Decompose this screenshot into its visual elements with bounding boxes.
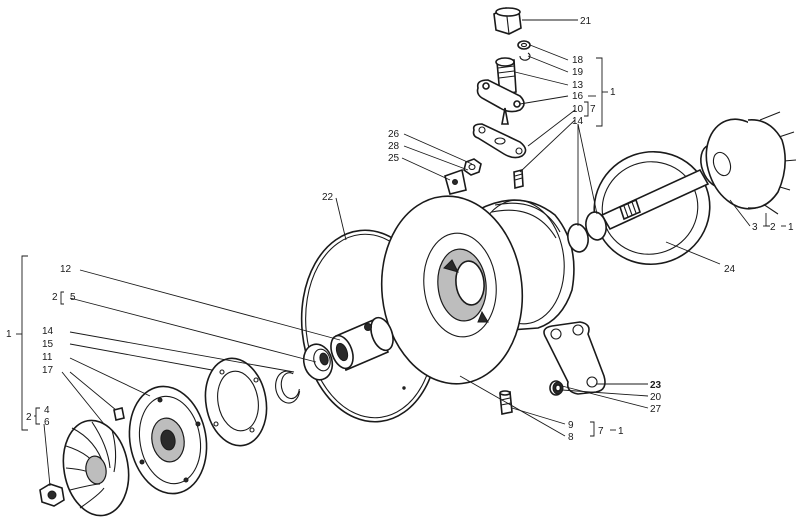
label-20: 20: [650, 392, 662, 403]
label-1-lower: 1: [618, 426, 624, 437]
back-plate-11: [128, 385, 208, 495]
callout-labels: 21 18 19 13 16 10 7 14 1 26 28 25 22 3 2…: [6, 16, 794, 443]
label-16: 16: [572, 91, 584, 102]
lock-plate-25: [444, 168, 467, 195]
group-brackets: [16, 95, 786, 431]
screw-17: [113, 407, 125, 421]
label-1-upper: 1: [610, 87, 616, 98]
nut-27: [552, 381, 564, 395]
label-6: 6: [44, 417, 50, 428]
label-15: 15: [42, 339, 54, 350]
label-24: 24: [724, 264, 736, 275]
label-13: 13: [572, 80, 584, 91]
seal-plate-15: [204, 357, 268, 447]
plug-9: [499, 390, 513, 415]
label-28: 28: [388, 141, 400, 152]
label-3: 3: [752, 222, 758, 233]
union-fitting-13: [476, 57, 525, 125]
thrust-collar-5: [302, 343, 334, 381]
bracket-23: [543, 321, 606, 395]
label-23: 23: [650, 380, 662, 391]
label-25: 25: [388, 153, 400, 164]
label-14-left: 14: [42, 326, 54, 337]
label-5: 5: [70, 292, 76, 303]
sleeve-12: [330, 316, 394, 372]
label-10: 10: [572, 104, 584, 115]
label-11: 11: [42, 352, 53, 363]
washer-18: [517, 40, 531, 50]
label-7-upper: 7: [590, 104, 596, 115]
label-7-lower: 7: [598, 426, 604, 437]
label-12: 12: [60, 264, 72, 275]
label-17: 17: [42, 365, 54, 376]
label-18: 18: [572, 55, 584, 66]
label-26: 26: [388, 129, 400, 140]
label-1-left: 1: [6, 329, 12, 340]
nut-26: [463, 158, 482, 176]
label-8: 8: [568, 432, 574, 443]
cap-nut-21: [493, 7, 522, 35]
label-2-low: 2: [26, 412, 32, 423]
nut-6: [39, 483, 65, 507]
label-14-upper: 14: [572, 116, 584, 127]
label-19: 19: [572, 67, 584, 78]
dot: [402, 386, 406, 390]
stud-bolt: [513, 168, 524, 190]
label-1-right: 1: [788, 222, 794, 233]
lock-ring-19: [519, 52, 531, 61]
compressor-wheel-4: [62, 419, 130, 517]
label-9: 9: [568, 420, 574, 431]
bearing-housing: [380, 195, 575, 385]
gasket-14-upper: [472, 123, 527, 159]
turbine-shaft-wheel-3: [600, 111, 797, 231]
snap-ring-14-left: [275, 370, 301, 404]
label-2-mid: 2: [52, 292, 58, 303]
label-21: 21: [580, 16, 592, 27]
label-27: 27: [650, 404, 662, 415]
leader-lines: [21, 19, 770, 487]
label-22: 22: [322, 192, 334, 203]
piston-rings-14: [567, 211, 607, 253]
label-4: 4: [44, 405, 50, 416]
label-2-right: 2: [770, 222, 776, 233]
